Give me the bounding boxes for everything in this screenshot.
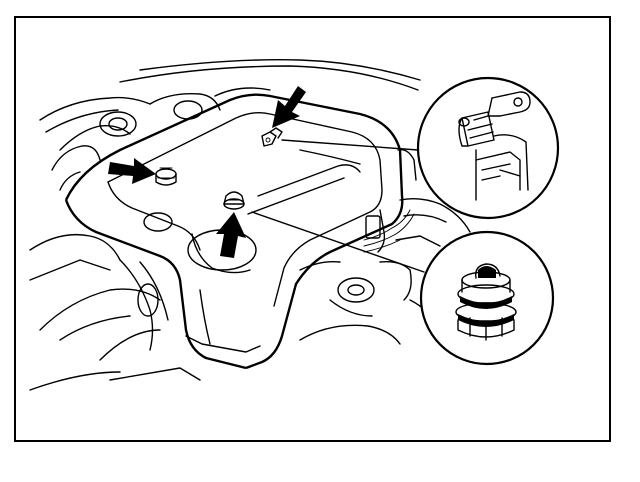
leader-line-grommet [251,211,425,273]
arrow-icon [108,158,156,184]
engine-bay-background [29,59,471,391]
arrow-icon [216,212,246,258]
cover-fastener-left [155,167,177,186]
cover-clip-rear [261,127,283,147]
leader-line-clip [281,139,419,151]
arrow-icon [272,86,306,128]
rubber-grommet-icon [419,230,555,366]
clip-bracket-icon [416,76,560,220]
cover-fastener-center [223,191,245,210]
